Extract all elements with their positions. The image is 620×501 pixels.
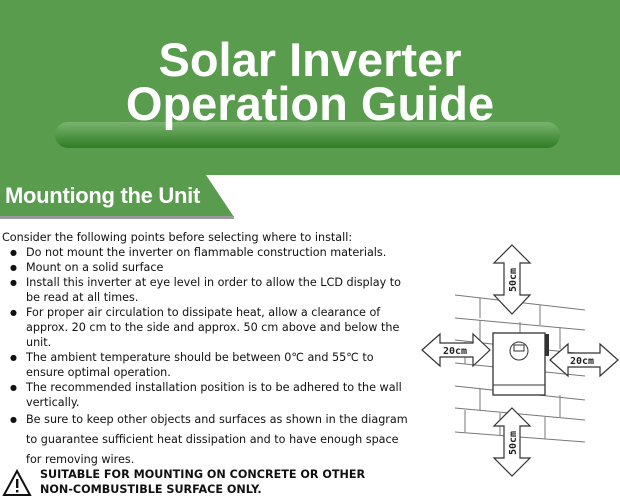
list-item: Be sure to keep other objects and surfac… <box>10 410 412 470</box>
list-item: Do not mount the inverter on flammable c… <box>10 245 412 260</box>
section-tab: Mountiong the Unit <box>0 175 236 219</box>
list-item: Install this inverter at eye level in or… <box>10 275 412 305</box>
decorative-bar <box>55 122 560 148</box>
intro-text: Consider the following points before sel… <box>2 231 353 244</box>
warning: SUITABLE FOR MOUNTING ON CONCRETE OR OTH… <box>0 465 420 499</box>
list-item: The recommended installation position is… <box>10 380 412 410</box>
bottom-clearance-label: 50cm <box>508 431 519 455</box>
bullet-list: Do not mount the inverter on flammable c… <box>10 245 412 470</box>
title-line-2: Operation Guide <box>125 77 495 130</box>
left-clearance-label: 20cm <box>443 346 467 357</box>
clearance-diagram: 50cm 50cm 20cm 20cm <box>421 244 619 477</box>
inverter-unit <box>492 332 549 396</box>
list-item: Mount on a solid surface <box>10 260 412 275</box>
warning-text: SUITABLE FOR MOUNTING ON CONCRETE OR OTH… <box>40 468 366 496</box>
page-title: Solar Inverter Operation Guide <box>0 33 620 130</box>
right-clearance-label: 20cm <box>570 356 594 367</box>
top-clearance-label: 50cm <box>508 268 519 292</box>
header-banner: Solar Inverter Operation Guide <box>0 0 620 175</box>
title-line-1: Solar Inverter <box>158 33 462 86</box>
list-item: The ambient temperature should be betwee… <box>10 350 412 380</box>
list-item: For proper air circulation to dissipate … <box>10 305 412 350</box>
instructions: Consider the following points before sel… <box>2 230 412 470</box>
section-title: Mountiong the Unit <box>5 183 200 208</box>
arrows <box>421 244 619 477</box>
warning-icon <box>2 469 32 496</box>
